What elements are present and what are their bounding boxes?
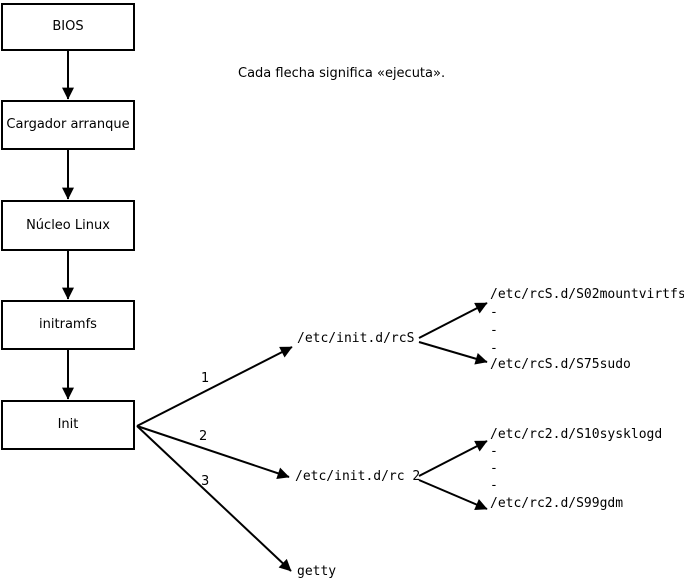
label-rc2-last-script: /etc/rc2.d/S99gdm [490, 496, 624, 511]
box-init-label: Init [57, 417, 79, 432]
label-rcS-first-script: /etc/rcS.d/S02mountvirtfs [490, 287, 684, 302]
branch-number-3: 3 [201, 474, 210, 489]
box-kernel: Núcleo Linux [1, 200, 135, 251]
branch-number-1: 1 [201, 371, 210, 386]
label-rc2-ellipsis-3: - [490, 478, 498, 493]
label-rcS-ellipsis-2: - [490, 323, 498, 338]
box-bios-label: BIOS [52, 19, 84, 34]
box-bootloader-label: Cargador arranque [6, 117, 130, 132]
label-init-d-rc2: /etc/init.d/rc 2 [295, 469, 421, 484]
branch-number-2: 2 [199, 429, 208, 444]
arrow-init-to-getty [136, 425, 292, 572]
arrow-init-to-rcS [136, 346, 293, 427]
label-rc2-ellipsis-2: - [490, 461, 498, 476]
arrow-rc2-to-last-script [418, 479, 488, 511]
arrow-rc2-to-first-script [418, 440, 488, 477]
label-init-d-rcS: /etc/init.d/rcS [297, 331, 415, 346]
label-rc2-first-script: /etc/rc2.d/S10sysklogd [490, 427, 663, 442]
diagram-caption: Cada flecha significa «ejecuta». [238, 66, 446, 81]
label-rc2-ellipsis-1: - [490, 444, 498, 459]
arrow-rcS-to-last-script [418, 341, 488, 365]
box-initramfs: initramfs [1, 300, 135, 350]
arrow-rcS-to-first-script [418, 302, 488, 339]
box-kernel-label: Núcleo Linux [26, 217, 110, 233]
box-initramfs-label: initramfs [39, 317, 97, 332]
label-rcS-last-script: /etc/rcS.d/S75sudo [490, 357, 631, 372]
label-rcS-ellipsis-1: - [490, 305, 498, 320]
box-init: Init [1, 400, 135, 450]
label-getty: getty [297, 564, 337, 579]
box-bios: BIOS [1, 3, 135, 51]
box-bootloader: Cargador arranque [1, 100, 135, 150]
label-rcS-ellipsis-3: - [490, 341, 498, 356]
arrow-init-to-rc2 [136, 425, 290, 480]
